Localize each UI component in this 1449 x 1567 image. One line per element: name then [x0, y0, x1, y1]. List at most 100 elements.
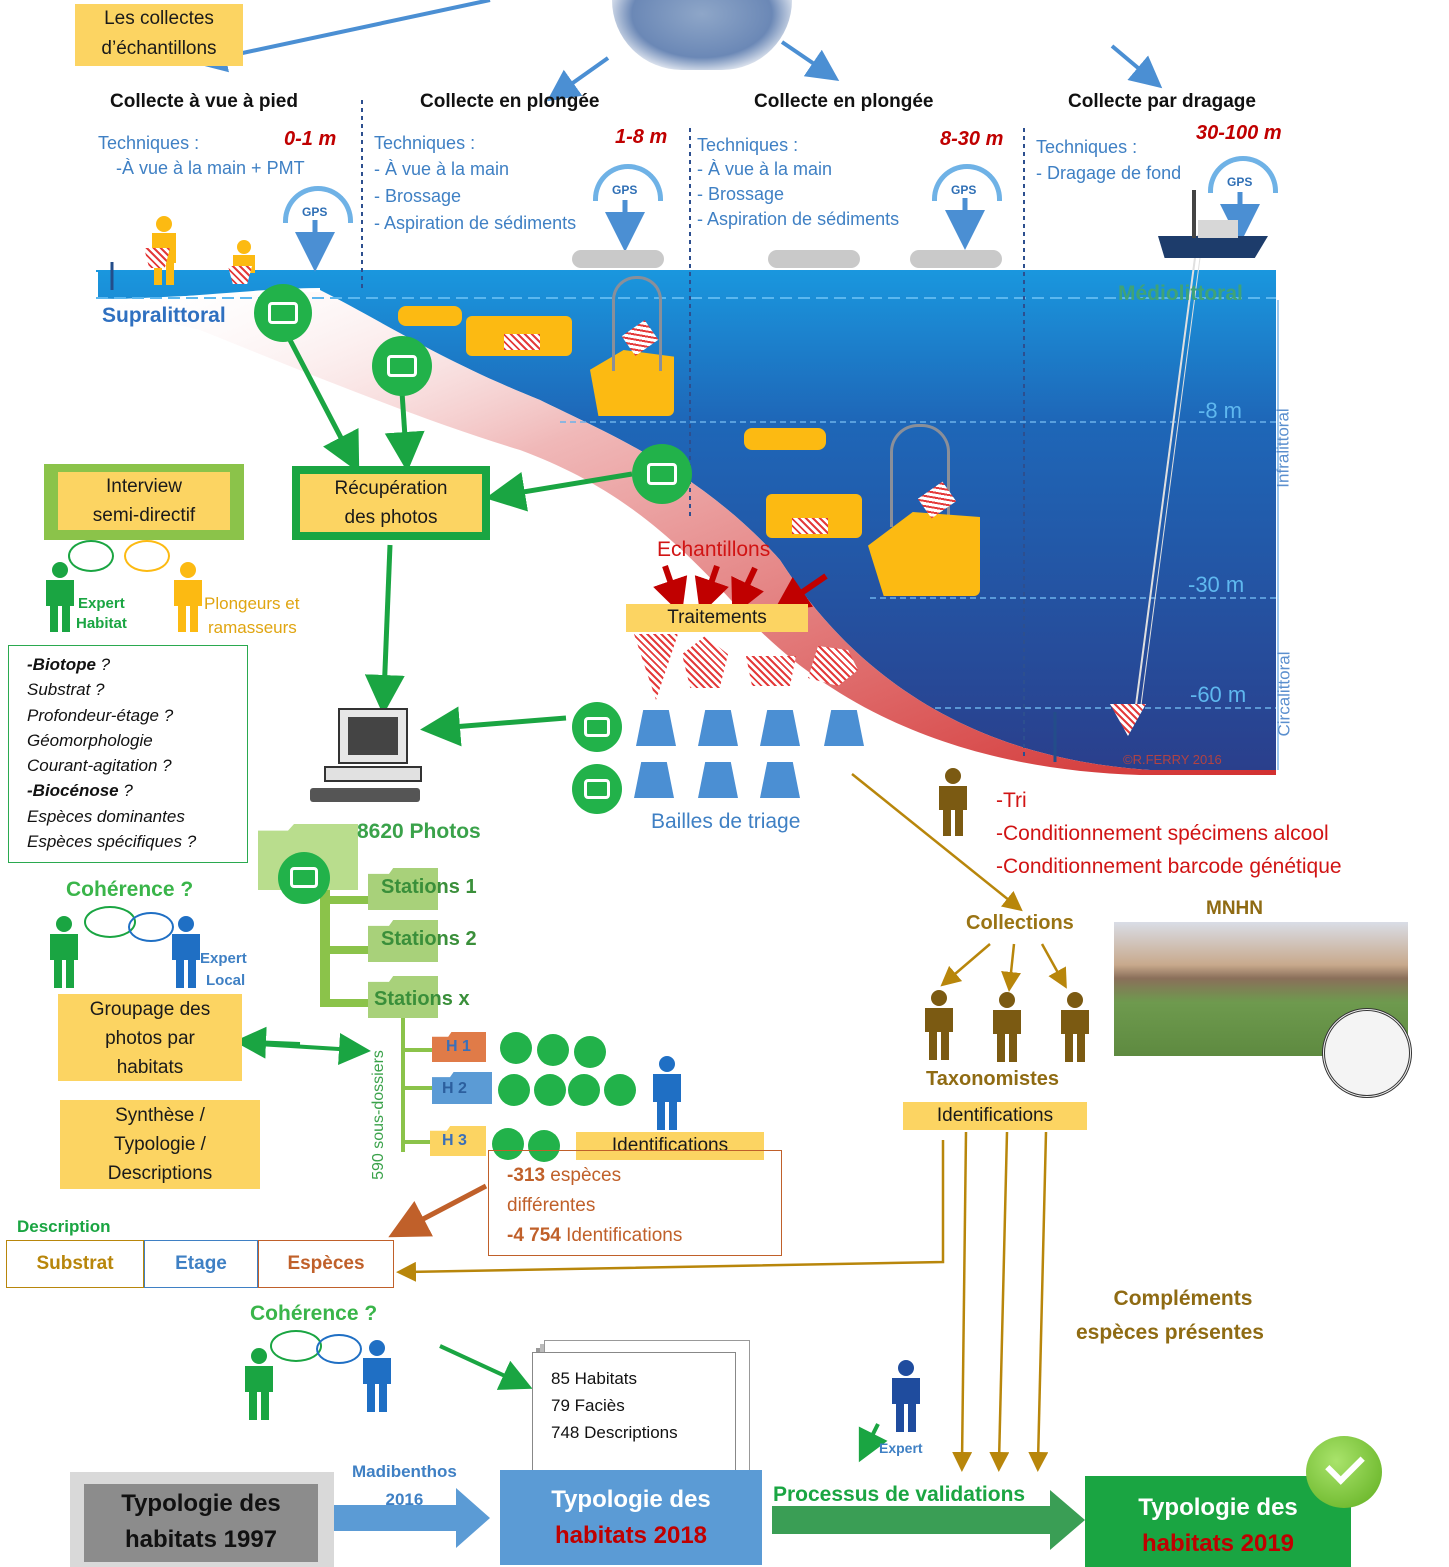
mnhn-seal-logo	[1322, 1008, 1412, 1098]
diver-person-icon	[172, 562, 204, 632]
col1-tech-label: Techniques :	[98, 133, 200, 153]
col4-tech-label: Techniques :	[1036, 137, 1138, 157]
question-item: Espèces spécifiques ?	[27, 832, 197, 852]
expert-local-icon	[170, 916, 202, 988]
aspirator-tube-icon	[612, 276, 662, 371]
speech-bubble-icon	[270, 1330, 322, 1362]
camera-icon	[604, 1074, 636, 1106]
zone-infralittoral: Infralittoral	[1273, 408, 1293, 488]
camera-icon	[492, 1128, 524, 1160]
camera-icon	[528, 1130, 560, 1162]
question-item: -Biocénose ?	[27, 781, 133, 801]
habitat-folder-h1	[432, 1032, 486, 1062]
expert-person-icon	[48, 916, 80, 988]
credit: ©R.FERRY 2016	[1123, 752, 1222, 767]
camera-icon	[278, 852, 330, 904]
identifier-person-icon	[650, 1056, 684, 1130]
tri-list: -Tri -Conditionnement spécimens alcool -…	[996, 789, 1342, 878]
expert-person-icon	[44, 562, 76, 632]
sous-dossiers-label: 590 sous-dossiers	[369, 1050, 387, 1180]
title-box: Les collectes d’échantillons	[75, 4, 243, 66]
traitements-box: Traitements	[626, 604, 808, 632]
typologie-2018-box: Typologie des habitats 2018	[500, 1470, 762, 1565]
expert-local-icon	[362, 1340, 392, 1412]
expert-habitat-label: Expert Habitat	[76, 595, 127, 632]
question-item: Géomorphologie	[27, 730, 153, 750]
zone-supralittoral: Supralittoral	[102, 304, 226, 327]
col1-heading: Collecte à vue à pied	[110, 91, 298, 112]
camera-icon	[254, 284, 312, 342]
camera-icon	[632, 444, 692, 504]
habitat-folder-h3-label: H 3	[442, 1132, 467, 1149]
bailles-label: Bailles de triage	[651, 810, 801, 833]
station-folder-icon	[368, 868, 438, 910]
madibenthos-label: Madibenthos 2016	[352, 1462, 457, 1509]
question-item: Profondeur-étage ?	[27, 705, 174, 725]
question-item: Espèces dominantes	[27, 806, 185, 826]
computer-icon	[310, 708, 436, 804]
taxonomist-icon	[1058, 992, 1092, 1062]
expert-person-icon	[244, 1348, 274, 1420]
question-item: Courant-agitation ?	[27, 756, 172, 776]
col1-tech-1: -À vue à la main + PMT	[116, 158, 305, 178]
col2-depth: 1-8 m	[615, 126, 668, 148]
boat-icon	[572, 250, 664, 268]
plongeurs-label: Plongeurs et ramasseurs	[204, 594, 300, 637]
collect-basket-icon	[792, 518, 828, 534]
habitat-folder-h1-label: H 1	[446, 1038, 471, 1055]
interview-line-1: Interview	[105, 476, 183, 497]
collections-label: Collections	[966, 912, 1074, 934]
station-folder-icon	[368, 976, 438, 1018]
col2-tech-3: - Aspiration de sédiments	[374, 213, 577, 233]
camera-icon	[572, 764, 622, 814]
processus-label: Processus de validations	[773, 1483, 1026, 1506]
interview-box: Interview semi-directif	[44, 464, 244, 540]
col3-depth: 8-30 m	[940, 128, 1004, 150]
coherence-label-1: Cohérence ?	[66, 878, 194, 901]
diver-icon	[744, 428, 826, 450]
camera-icon	[537, 1034, 569, 1066]
title-line-1: Les collectes	[104, 8, 214, 29]
sorting-tray	[824, 710, 864, 746]
typologie-2019-box: Typologie des habitats 2019	[1085, 1476, 1351, 1567]
expert-final-icon	[890, 1360, 922, 1432]
station-1-label: Stations 1	[381, 876, 477, 898]
camera-icon	[574, 1036, 606, 1068]
sorting-tray	[760, 762, 800, 798]
col4-tech-1: - Dragage de fond	[1036, 163, 1182, 183]
station-2-label: Stations 2	[381, 928, 477, 950]
sorting-tray	[698, 710, 738, 746]
taxonomist-icon	[990, 992, 1024, 1062]
typologie-1997-box: Typologie des habitats 1997	[70, 1472, 334, 1567]
mnhn-label: MNHN	[1206, 898, 1263, 919]
station-x-label: Stations x	[374, 988, 470, 1010]
col2-heading: Collecte en plongée	[420, 91, 600, 112]
recuperation-box: Récupération des photos	[292, 466, 490, 540]
sample-net-shape	[746, 656, 796, 686]
camera-icon	[498, 1074, 530, 1106]
habitat-folder-h2	[432, 1072, 492, 1104]
description-label: Description	[17, 1217, 111, 1236]
question-item: Substrat ?	[27, 680, 105, 700]
col3-tech-2: - Brossage	[697, 184, 785, 204]
sorting-tray	[634, 762, 674, 798]
document-page: 85 Habitats 79 Faciès 748 Descriptions	[532, 1352, 736, 1476]
camera-icon	[534, 1074, 566, 1106]
photos-count: 8620 Photos	[357, 820, 481, 843]
net-icon	[144, 248, 170, 268]
depth-mark-30: -30 m	[1188, 572, 1245, 597]
questions-box: -Biotope ? Substrat ? Profondeur-étage ?…	[8, 645, 248, 863]
col1-depth: 0-1 m	[284, 128, 337, 150]
speech-bubble-icon	[124, 540, 170, 572]
dredge-ship-icon	[1158, 190, 1268, 270]
identifications-box-right: Identifications	[903, 1102, 1087, 1130]
taxonomistes-label: Taxonomistes	[926, 1068, 1059, 1090]
groupage-box: Groupage des photos par habitats	[58, 994, 242, 1081]
station-folder-icon	[368, 920, 438, 962]
col4-depth: 30-100 m	[1196, 122, 1282, 144]
description-cell-especes: Espèces	[258, 1240, 394, 1288]
coherence-label-2: Cohérence ?	[250, 1302, 378, 1325]
sea	[96, 270, 1276, 770]
taxonomist-icon	[922, 990, 956, 1060]
